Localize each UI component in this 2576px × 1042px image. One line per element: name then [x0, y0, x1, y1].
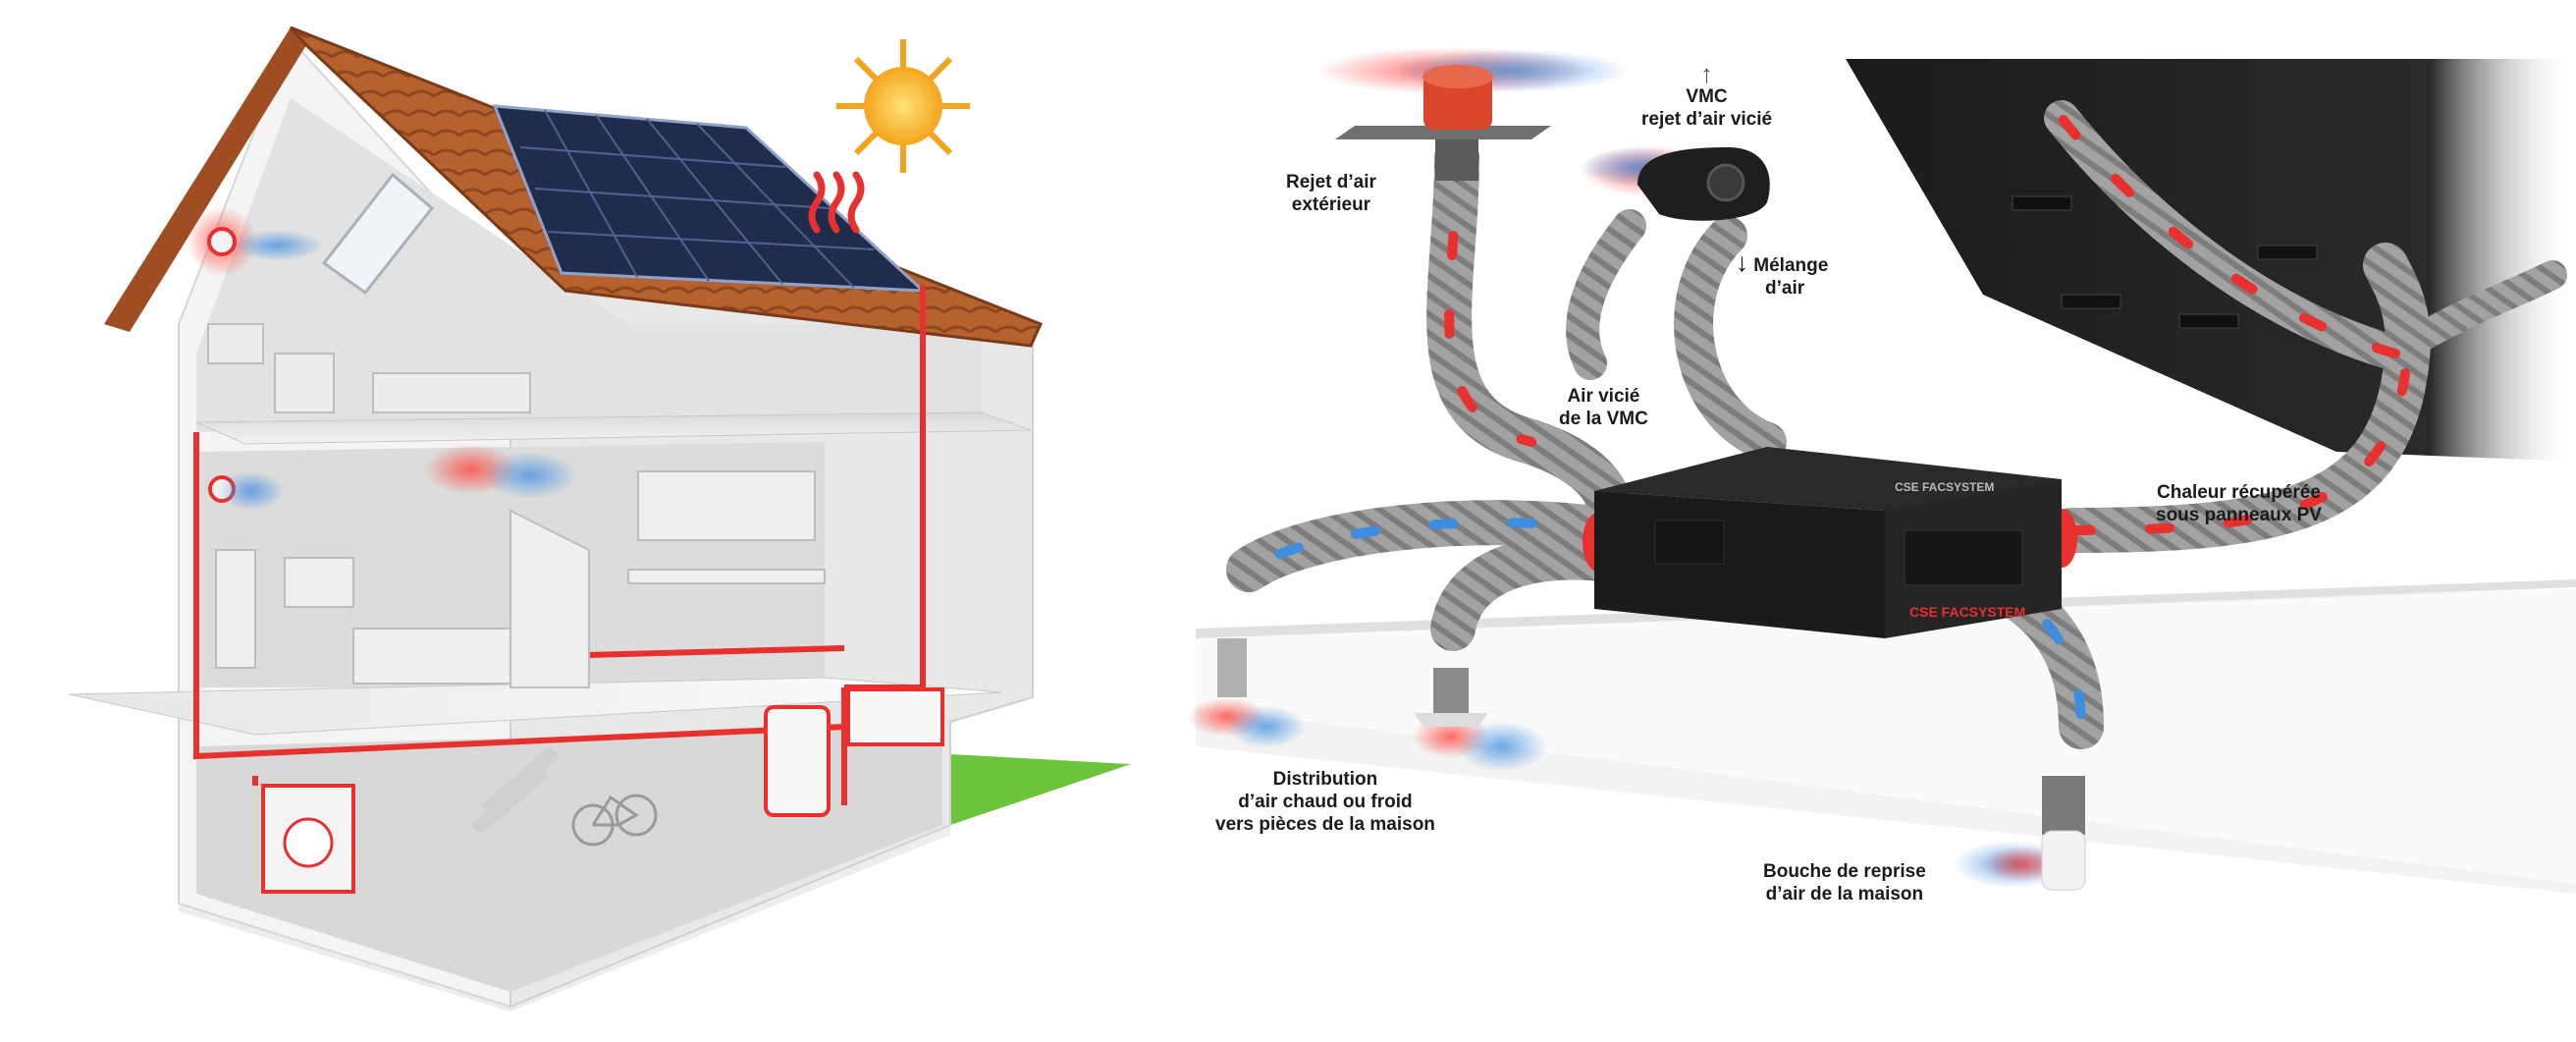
- duct-pv-branch2: [2381, 260, 2567, 368]
- attic-vent-ring: [207, 227, 237, 256]
- washing-machines: [261, 784, 355, 894]
- wall-vent-glow: [218, 471, 285, 511]
- ceiling-vent-blue: [483, 452, 577, 499]
- heat-recovery-unit: CSE FACSYSTEM CSE FACSYSTEM: [1594, 447, 2062, 638]
- label-bouche-line2: d’air de la maison: [1765, 884, 1924, 905]
- roof-left-edge: [104, 27, 306, 332]
- distribution-vent: [1412, 668, 1547, 772]
- duct-vmc: [1674, 216, 1787, 462]
- label-distribution-line3: vers pièces de la maison: [1215, 814, 1435, 835]
- basement-interior: [196, 727, 942, 992]
- label-chaleur-line2: sous panneaux PV: [2156, 505, 2322, 525]
- attic-floor: [195, 411, 1032, 445]
- living-room-furniture: [215, 470, 826, 688]
- duct-vmc-mix: [1566, 209, 1646, 380]
- roof-exhaust-cap: [1315, 47, 1630, 181]
- house-cutaway: [68, 26, 1131, 1012]
- sun-icon: [836, 39, 970, 173]
- basement-unit: [846, 687, 944, 746]
- label-chaleur-line1: Chaleur récupérée: [2157, 482, 2321, 503]
- duct-left-down: [1430, 534, 1633, 651]
- label-air-vicie-line1: Air vicié: [1567, 386, 1640, 407]
- label-chaleur: Chaleur récupérée sous panneaux PV: [2156, 481, 2322, 526]
- label-air-vicie-line2: de la VMC: [1559, 409, 1648, 429]
- label-air-vicie: Air vicié de la VMC: [1559, 385, 1648, 430]
- ventilation-system: CSE FACSYSTEM CSE FACSYSTEM: [1188, 47, 2576, 894]
- attic-furniture: [207, 323, 531, 413]
- up-arrow-icon: ↑: [1700, 59, 1714, 88]
- label-melange-line1: ↓ Mélange: [1736, 247, 1829, 277]
- basement-stairs: [471, 746, 560, 835]
- label-rejet-exterieur-line1: Rejet d’air: [1286, 172, 1376, 192]
- attic-vent-blue: [230, 230, 324, 261]
- unit-brand-logo-top: CSE FACSYSTEM: [1895, 480, 1994, 494]
- lawn-patch: [950, 754, 1131, 825]
- return-vent: [1954, 776, 2086, 891]
- heat-wave-icon: [808, 171, 865, 234]
- roof-rafter-details: [2012, 195, 2318, 329]
- label-vmc-line2: rejet d’air vicié: [1641, 109, 1773, 130]
- label-vmc: ↑ VMC rejet d’air vicié: [1641, 59, 1773, 131]
- solar-panel-grid: [519, 109, 875, 289]
- label-distribution-line2: d’air chaud ou froid: [1238, 792, 1413, 812]
- down-arrow-icon: ↓: [1736, 247, 1748, 277]
- duct-accents: [1244, 113, 2410, 732]
- bicycle-icon: [571, 794, 658, 847]
- distribution-vent-left: [1188, 638, 1306, 748]
- under-slab-shadow: [1196, 589, 2576, 884]
- vmc-unit: [1581, 145, 1770, 221]
- water-heater: [764, 705, 831, 817]
- label-distribution: Distribution d’air chaud ou froid vers p…: [1215, 768, 1435, 836]
- label-rejet-exterieur: Rejet d’air extérieur: [1286, 171, 1376, 216]
- duct-pv-branch: [2044, 100, 2413, 371]
- unit-brand-logo: CSE FACSYSTEM: [1909, 604, 2025, 620]
- label-rejet-exterieur-line2: extérieur: [1291, 194, 1371, 215]
- skylight: [321, 172, 435, 296]
- label-vmc-line1: VMC: [1686, 86, 1728, 107]
- label-bouche-line1: Bouche de reprise: [1763, 861, 1926, 882]
- label-melange: ↓ Mélange d’air: [1736, 247, 1829, 300]
- label-melange-line2: d’air: [1765, 278, 1805, 299]
- label-distribution-line1: Distribution: [1272, 769, 1378, 790]
- label-bouche: Bouche de reprise d’air de la maison: [1763, 860, 1926, 905]
